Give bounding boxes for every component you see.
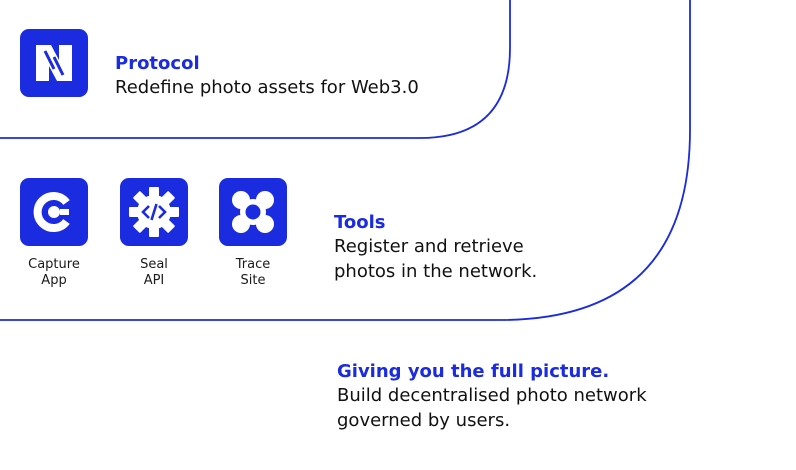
tools-heading: Tools [334, 212, 386, 233]
trace-site-network-icon [232, 191, 274, 233]
capture-app-icon [33, 192, 70, 232]
protocol-heading: Protocol [115, 53, 200, 74]
trace-site-label: Trace Site [235, 257, 271, 288]
summary-heading: Giving you the full picture. [337, 361, 610, 382]
numbers-protocol-logo-icon [36, 45, 72, 81]
seal-api-tile[interactable] [120, 178, 188, 246]
summary-description: Build decentralised photo network govern… [337, 385, 647, 431]
tools-frame [0, 0, 691, 321]
seal-api-label: Seal API [140, 257, 168, 288]
protocol-logo [20, 29, 88, 97]
seal-api-gear-icon [129, 187, 179, 237]
capture-app-tile[interactable] [20, 178, 88, 246]
capture-app-label: Capture App [28, 257, 80, 288]
protocol-description: Redefine photo assets for Web3.0 [115, 77, 419, 98]
trace-site-tile[interactable] [219, 178, 287, 246]
tools-description: Register and retrieve photos in the netw… [334, 236, 538, 282]
protocol-frame [0, 0, 511, 139]
